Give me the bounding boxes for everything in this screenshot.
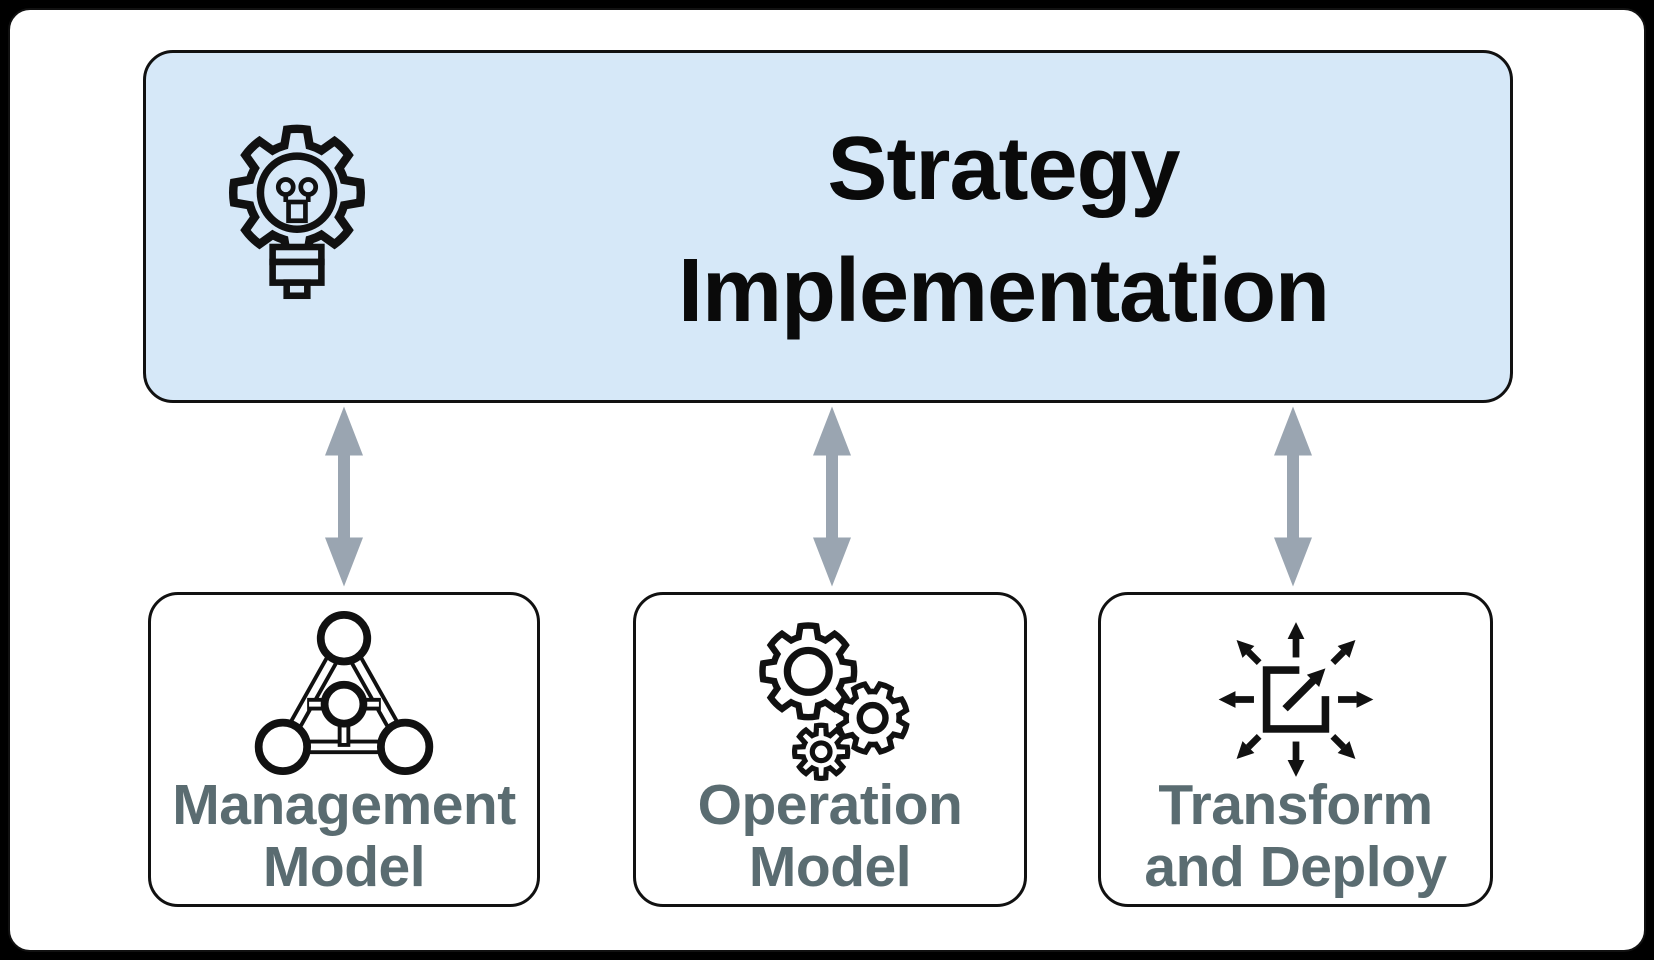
operation-model-label: Operation Model: [636, 774, 1024, 898]
double-arrow-connector-transform: [1274, 406, 1312, 587]
label-line1: Transform: [1158, 772, 1433, 837]
strategy-title: Strategy Implementation: [486, 53, 1521, 400]
label-line2: Model: [748, 834, 912, 899]
management-model-box: Management Model: [148, 592, 540, 907]
strategy-title-line2: Implementation: [677, 240, 1330, 341]
double-arrow-connector-management: [325, 406, 363, 587]
strategy-implementation-box: Strategy Implementation: [143, 50, 1513, 403]
triangle-network-icon: [254, 611, 434, 775]
strategy-title-line1: Strategy: [827, 119, 1180, 219]
double-arrow-connector-operation: [813, 406, 851, 587]
operation-model-box: Operation Model: [633, 592, 1027, 907]
diagram-panel: Strategy Implementation: [8, 8, 1646, 952]
label-line1: Operation: [697, 772, 963, 837]
three-gears-icon: [759, 622, 910, 781]
label-line2: Model: [262, 834, 426, 899]
management-model-label: Management Model: [151, 774, 537, 898]
transform-deploy-box: Transform and Deploy: [1098, 592, 1493, 907]
label-line1: Management: [172, 772, 516, 837]
gear-lightbulb-icon: [229, 124, 365, 300]
label-line2: and Deploy: [1144, 834, 1447, 899]
expand-arrows-icon: [1218, 622, 1373, 777]
transform-deploy-label: Transform and Deploy: [1101, 774, 1490, 898]
